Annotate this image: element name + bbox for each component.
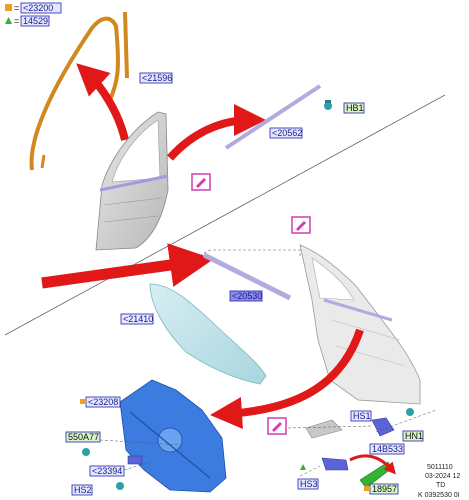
- svg-text:HB1: HB1: [346, 103, 364, 113]
- legend-ref-2: 14529: [23, 16, 48, 26]
- label-23394[interactable]: <23394: [89, 465, 125, 477]
- door-shell-right: [299, 244, 421, 405]
- label-20562[interactable]: <20562: [269, 127, 303, 139]
- window-regulator: [119, 379, 227, 493]
- legend-eq-2: =: [14, 16, 19, 26]
- red-arrow-seal: [76, 63, 129, 141]
- label-hn1[interactable]: HN1: [402, 430, 424, 442]
- pillar-seal-strip: [123, 11, 129, 79]
- label-hs1[interactable]: HS1: [350, 410, 372, 422]
- legend: = <23200 = 14529: [5, 2, 62, 27]
- section-divider: [4, 94, 446, 336]
- label-18957[interactable]: 18957: [364, 483, 399, 495]
- svg-text:<21596: <21596: [142, 73, 172, 83]
- door-glass: [149, 283, 267, 385]
- label-14b533[interactable]: 14B533: [369, 443, 405, 455]
- door-seal-strip: [29, 16, 120, 171]
- svg-text:<23208: <23208: [88, 397, 118, 407]
- label-hb1[interactable]: HB1: [343, 102, 365, 114]
- footer-td: TD: [436, 482, 445, 489]
- label-21410[interactable]: <21410: [120, 313, 154, 325]
- svg-text:HS2: HS2: [74, 485, 92, 495]
- belt-strip-outer: [224, 84, 322, 150]
- magenta-pencil-icon[interactable]: [191, 173, 211, 191]
- svg-text:550A77: 550A77: [68, 432, 99, 442]
- svg-text:HN1: HN1: [405, 431, 423, 441]
- footer: 5011110 03-2024 12 TD K 0392530 0I: [418, 464, 461, 499]
- svg-text:14B533: 14B533: [372, 444, 403, 454]
- footer-date: 03-2024 12: [425, 473, 461, 480]
- magenta-pencil-icon[interactable]: [291, 216, 311, 234]
- label-21596[interactable]: <21596: [139, 72, 173, 84]
- door-seal-group: [29, 11, 129, 171]
- label-hs3[interactable]: HS3: [297, 478, 319, 490]
- svg-text:HS1: HS1: [353, 411, 371, 421]
- svg-text:18957: 18957: [372, 484, 397, 494]
- legend-ref-1: <23200: [23, 3, 53, 13]
- hardware-left: [82, 448, 143, 490]
- label-20530[interactable]: <20530: [229, 290, 263, 302]
- belt-strip-inner: [202, 252, 292, 301]
- red-arrow-main: [41, 243, 214, 289]
- red-arrow-belt: [167, 104, 266, 161]
- hb1-clip: [324, 100, 332, 110]
- red-arrow-small: [349, 454, 396, 475]
- svg-text:HS3: HS3: [300, 479, 318, 489]
- green-triangle-icon: [5, 17, 12, 24]
- svg-text:<23394: <23394: [92, 466, 122, 476]
- svg-text:<21410: <21410: [123, 314, 153, 324]
- svg-text:<20530: <20530: [232, 291, 262, 301]
- label-550a77[interactable]: 550A77: [65, 431, 101, 443]
- svg-text:<20562: <20562: [272, 128, 302, 138]
- leader-lines: [99, 409, 437, 477]
- magenta-pencil-icon[interactable]: [267, 417, 287, 435]
- red-arrow-regulator: [210, 328, 364, 429]
- label-23208[interactable]: <23208: [80, 396, 121, 408]
- label-hs2[interactable]: HS2: [71, 484, 93, 496]
- legend-eq-1: =: [14, 3, 19, 13]
- footer-ref: K 0392530 0I: [418, 492, 460, 499]
- door-shell-top: [95, 111, 169, 251]
- footer-code: 5011110: [427, 464, 453, 471]
- orange-square-icon: [5, 4, 12, 11]
